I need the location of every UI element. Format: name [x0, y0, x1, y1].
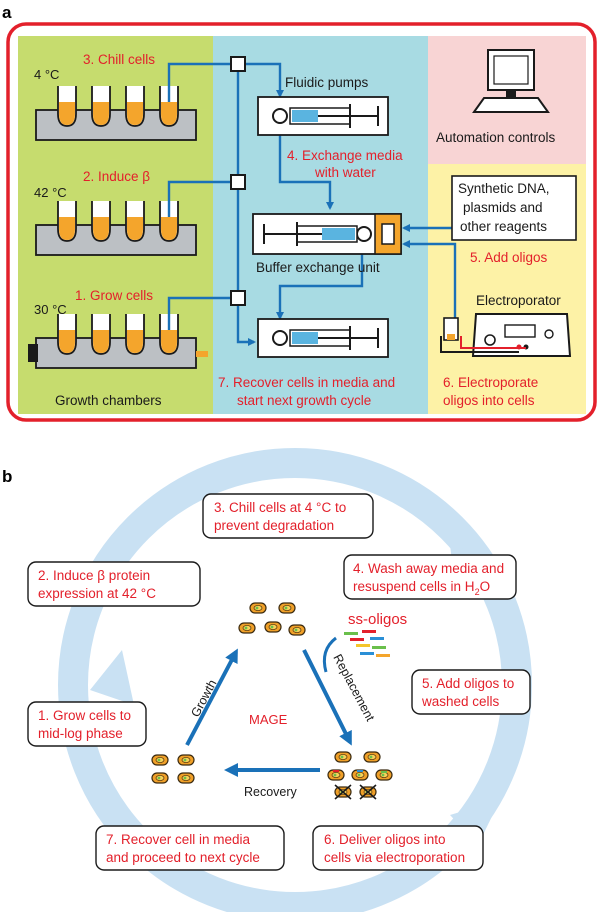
- automation-controls-label: Automation controls: [436, 130, 556, 145]
- valve-1: [230, 56, 246, 72]
- valve-3: [230, 290, 246, 306]
- oligo-curve-arrow: [322, 636, 337, 673]
- step-box-7: 7. Recover cell in media and proceed to …: [95, 825, 285, 871]
- step-box-4: 4. Wash away media and resuspend cells i…: [343, 554, 517, 600]
- b1-line2: mid-log phase: [38, 726, 123, 741]
- temp-grow: 30 °C: [34, 302, 67, 317]
- step6-line1: 6. Electroporate: [443, 375, 538, 390]
- step-box-1: 1. Grow cells to mid-log phase: [27, 701, 147, 747]
- step7-line2: start next growth cycle: [237, 393, 371, 408]
- recovery-label: Recovery: [244, 785, 298, 799]
- b3-line1: 3. Chill cells at 4 °C to: [214, 500, 346, 515]
- growth-arrow: [185, 648, 238, 746]
- step1-grow-cells: 1. Grow cells: [75, 288, 153, 303]
- panel-a-label: a: [2, 3, 12, 22]
- cell-cluster-right: [327, 751, 393, 800]
- b2-line1: 2. Induce β protein: [38, 568, 150, 583]
- growth-chambers-label: Growth chambers: [55, 393, 162, 408]
- fluidic-pump-1: [257, 96, 389, 136]
- step2-induce: 2. Induce β: [83, 169, 150, 184]
- step-box-6: 6. Deliver oligos into cells via electro…: [312, 825, 484, 871]
- b4-line2: resuspend cells in H2O: [353, 579, 490, 597]
- b5-line1: 5. Add oligos to: [422, 676, 514, 691]
- cell-cluster-left: [151, 754, 195, 784]
- reagents-line2: plasmids and: [463, 200, 543, 215]
- reagents-line3: other reagents: [460, 219, 547, 234]
- b6-line2: cells via electroporation: [324, 850, 465, 865]
- step4-line2: with water: [314, 165, 376, 180]
- grow-chamber: [28, 313, 208, 369]
- b3-line2: prevent degradation: [214, 518, 334, 533]
- electroporator-label: Electroporator: [476, 293, 561, 308]
- b2-line2: expression at 42 °C: [38, 586, 156, 601]
- step-box-3: 3. Chill cells at 4 °C to prevent degrad…: [202, 493, 374, 539]
- reagents-line1: Synthetic DNA,: [458, 181, 550, 196]
- b1-line1: 1. Grow cells to: [38, 708, 131, 723]
- fluidic-pump-2: [257, 318, 389, 358]
- buffer-exchange-unit: [252, 213, 402, 255]
- growth-label: Growth: [188, 677, 219, 719]
- b7-line1: 7. Recover cell in media: [106, 832, 251, 847]
- b4-line1: 4. Wash away media and: [353, 561, 504, 576]
- oligo-strands: [344, 630, 390, 657]
- step5-add-oligos: 5. Add oligos: [470, 250, 548, 265]
- valve-2: [230, 174, 246, 190]
- cell-cluster-top: [238, 602, 306, 636]
- fluidic-pumps-label: Fluidic pumps: [285, 75, 369, 90]
- induce-chamber: [35, 200, 197, 256]
- electroporator-device: [440, 313, 572, 357]
- step-box-5: 5. Add oligos to washed cells: [411, 669, 531, 715]
- mage-label: MAGE: [249, 712, 288, 727]
- b6-line1: 6. Deliver oligos into: [324, 832, 446, 847]
- chill-chamber: [35, 85, 197, 141]
- step4-line1: 4. Exchange media: [287, 148, 403, 163]
- ss-oligos-label: ss-oligos: [348, 611, 407, 628]
- panel-b-label: b: [2, 467, 12, 486]
- step3-chill-cells: 3. Chill cells: [83, 52, 155, 67]
- b5-line2: washed cells: [421, 694, 500, 709]
- fluid-lines: [167, 62, 457, 346]
- temp-chill: 4 °C: [34, 67, 59, 82]
- reagents-box: [451, 175, 577, 241]
- temp-induce: 42 °C: [34, 185, 67, 200]
- step6-line2: oligos into cells: [443, 393, 535, 408]
- buffer-exchange-label: Buffer exchange unit: [256, 260, 380, 275]
- replacement-arrow: [302, 649, 352, 746]
- step7-line1: 7. Recover cells in media and: [218, 375, 395, 390]
- step-box-2: 2. Induce β protein expression at 42 °C: [27, 561, 201, 607]
- computer-icon: [472, 49, 550, 113]
- b7-line2: and proceed to next cycle: [106, 850, 260, 865]
